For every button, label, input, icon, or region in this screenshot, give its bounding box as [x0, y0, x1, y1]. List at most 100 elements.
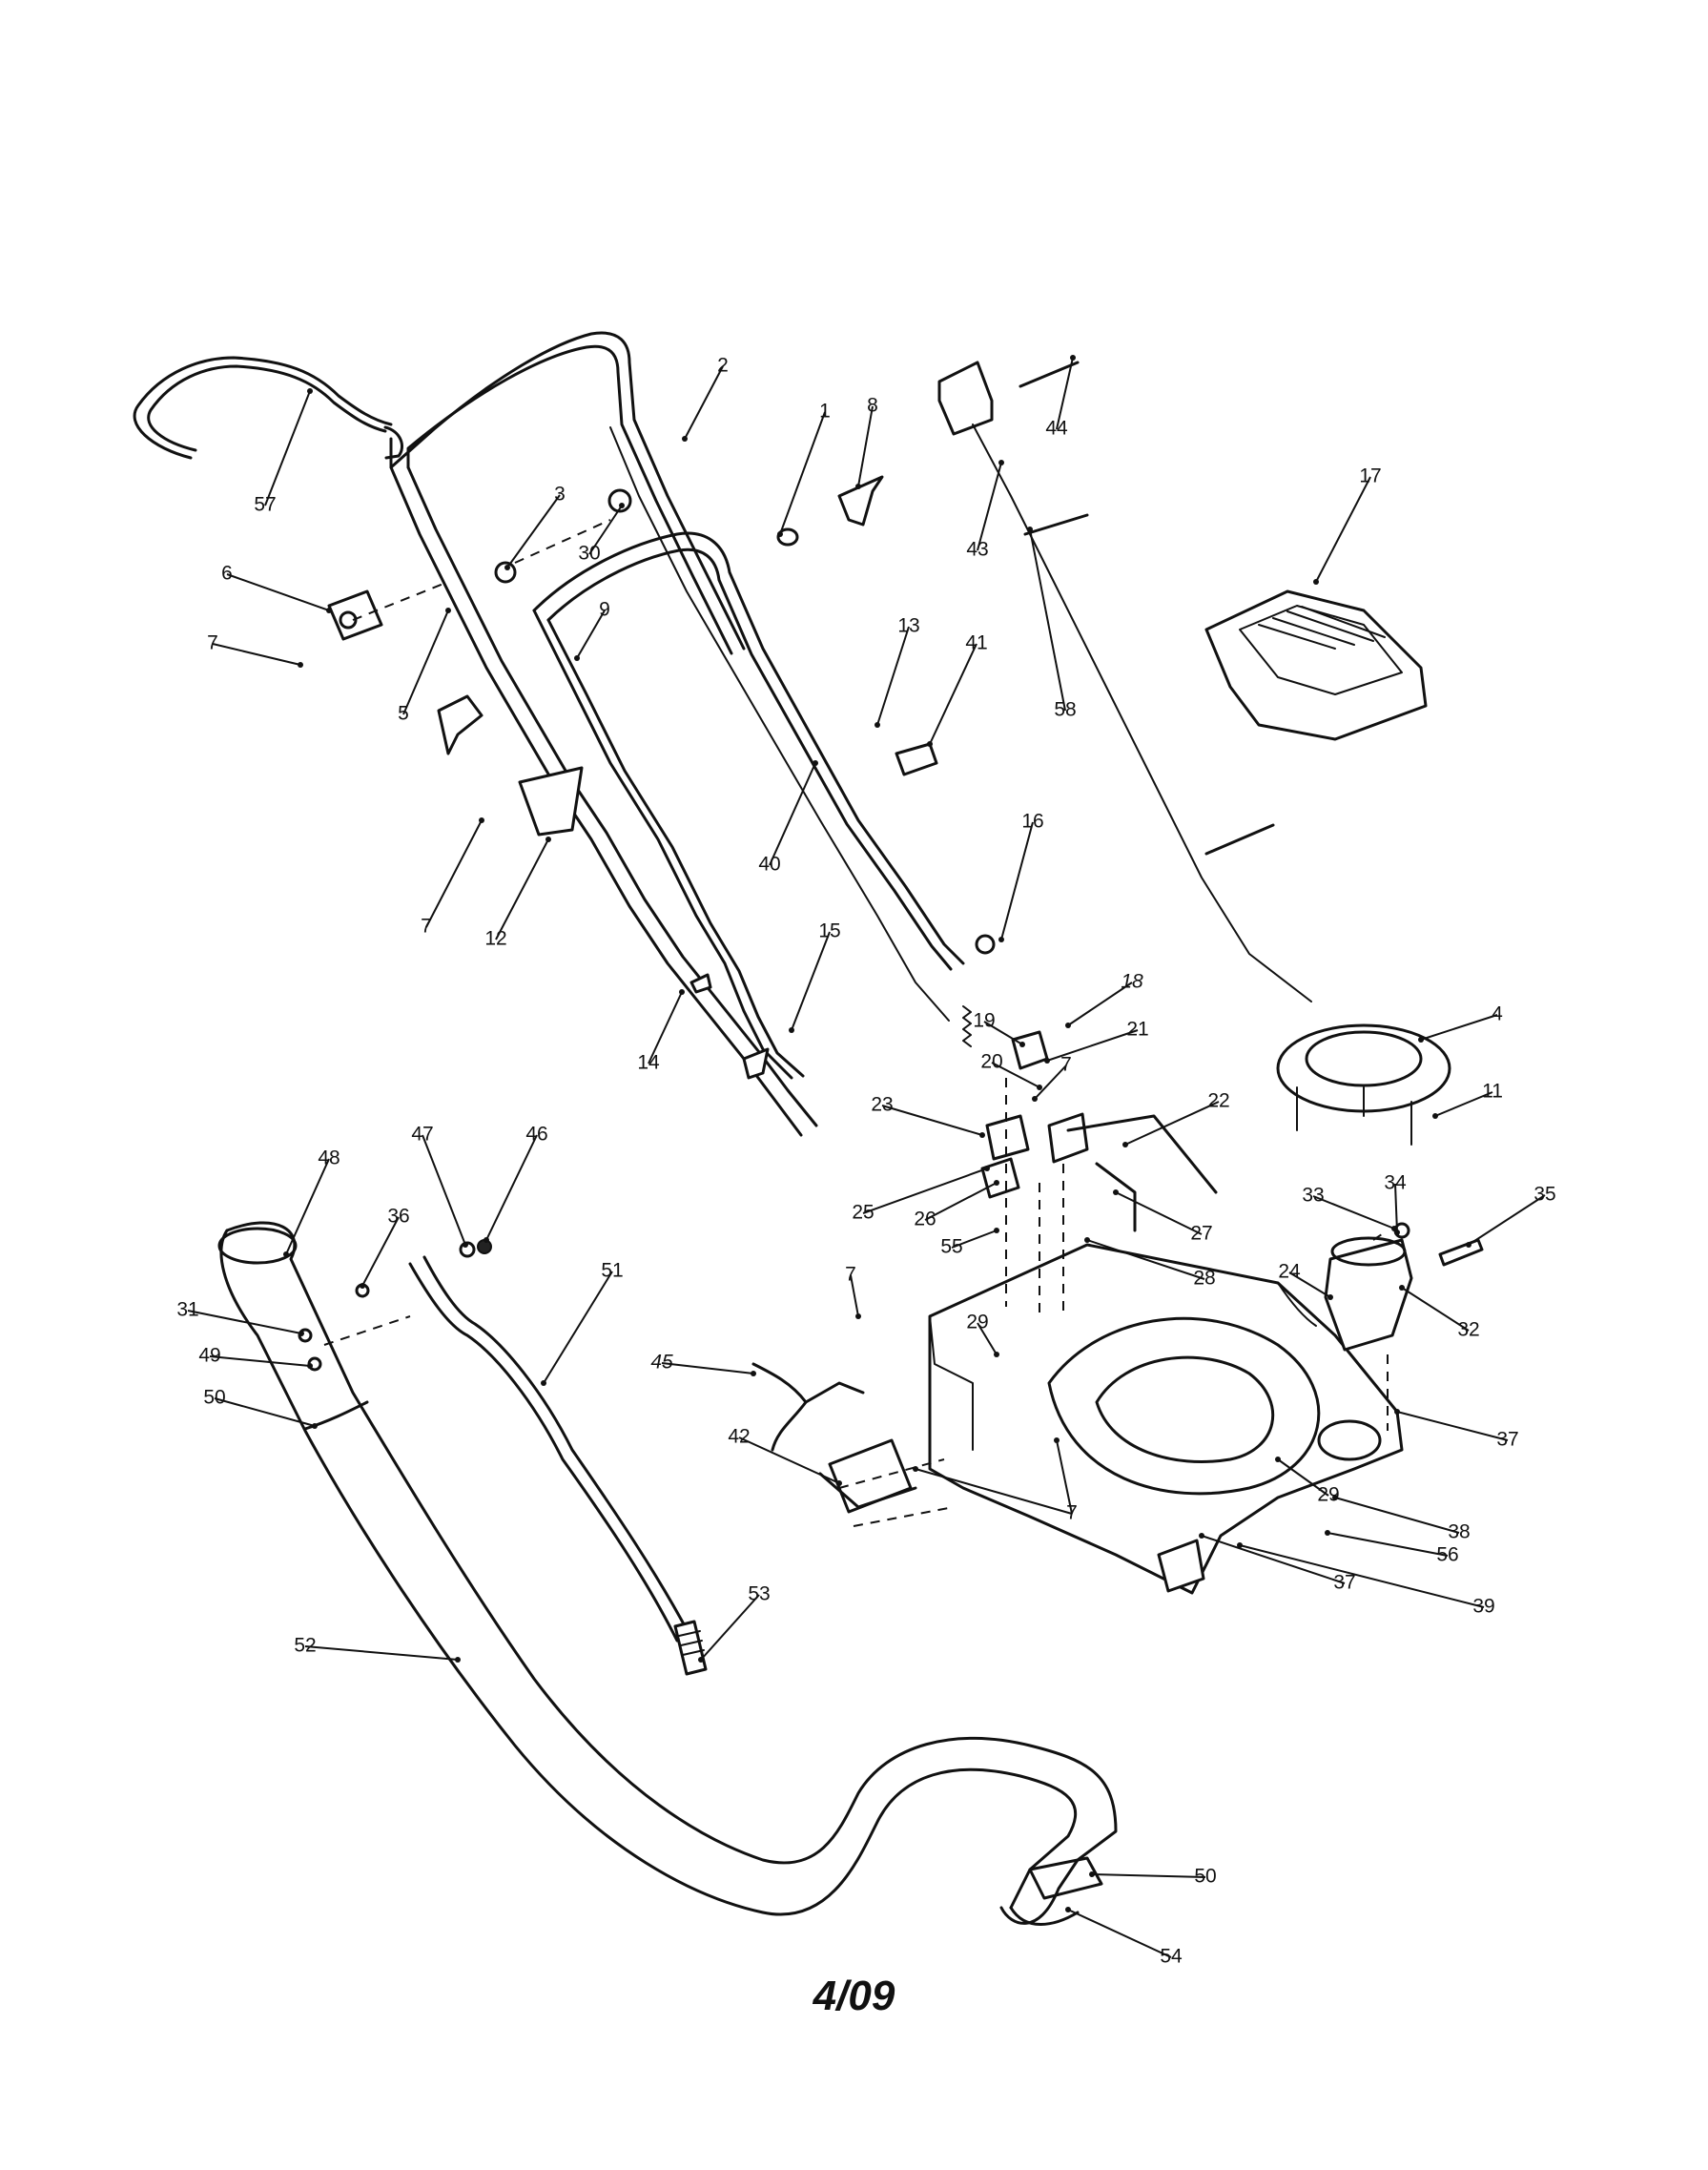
- leader-line-12: [495, 838, 549, 940]
- leader-line-16: [1000, 821, 1034, 940]
- callout-label-50: 50: [203, 1387, 225, 1409]
- leader-arrowhead-24: [1327, 1294, 1333, 1300]
- leader-arrowhead-3: [504, 565, 510, 570]
- leader-line-47: [422, 1134, 466, 1246]
- callout-label-52: 52: [294, 1635, 316, 1657]
- leader-line-37: [1396, 1411, 1509, 1441]
- leader-arrowhead-44: [1070, 355, 1076, 361]
- callout-label-53: 53: [748, 1583, 770, 1605]
- callout-label-29: 29: [966, 1312, 988, 1333]
- leader-arrowhead-39: [1237, 1542, 1243, 1548]
- leader-arrowhead-8: [855, 484, 861, 489]
- outlet-collar-part: [1324, 1236, 1413, 1352]
- leader-arrowhead-49: [307, 1363, 313, 1369]
- callout-label-12: 12: [484, 928, 506, 950]
- pin-part: [689, 973, 712, 994]
- leader-line-3: [506, 494, 561, 568]
- leader-arrowhead-30: [619, 503, 625, 508]
- bail-part: [133, 356, 403, 460]
- leader-arrowhead-11: [1432, 1113, 1438, 1119]
- callout-label-34: 34: [1384, 1172, 1407, 1194]
- leader-line-14: [648, 991, 683, 1064]
- leader-line-2: [684, 365, 724, 440]
- leader-line-13: [876, 626, 910, 726]
- leader-line-52: [304, 1645, 459, 1661]
- leader-arrowhead-46: [484, 1237, 489, 1243]
- callout-label-27: 27: [1190, 1223, 1212, 1245]
- callout-label-37: 37: [1333, 1572, 1355, 1594]
- leader-arrowhead-34: [1394, 1230, 1400, 1235]
- callout-label-24: 24: [1278, 1261, 1301, 1283]
- leader-line-36: [361, 1216, 400, 1287]
- leader-arrowhead-19: [1019, 1042, 1025, 1047]
- leader-line-42: [738, 1436, 840, 1484]
- callout-label-50: 50: [1194, 1866, 1216, 1888]
- leader-arrowhead-23: [979, 1132, 985, 1138]
- callout-labels: 1234567777789111213141516171819202122232…: [176, 355, 1555, 1968]
- cable-guide-part: [327, 589, 383, 641]
- callout-label-35: 35: [1533, 1184, 1555, 1206]
- callout-label-38: 38: [1448, 1521, 1470, 1543]
- leader-arrowhead-42: [836, 1480, 842, 1486]
- leader-arrowhead-13: [875, 722, 880, 728]
- footer-date: 4/09: [813, 1973, 895, 2019]
- leader-arrowhead-12: [545, 837, 551, 842]
- leader-arrowhead-50: [1089, 1871, 1095, 1877]
- leader-arrowhead-1: [777, 531, 783, 537]
- leader-line-35: [1468, 1194, 1546, 1246]
- leader-line-27: [1115, 1191, 1203, 1235]
- spring-part: [962, 1005, 972, 1047]
- leader-line-50: [214, 1397, 316, 1427]
- leader-line-31: [187, 1310, 302, 1334]
- leader-line-38: [1334, 1497, 1460, 1534]
- leader-line-54: [1067, 1909, 1172, 1958]
- leader-line-23: [881, 1105, 983, 1136]
- callout-label-7: 7: [845, 1264, 856, 1286]
- leader-arrowhead-50: [312, 1423, 318, 1429]
- leader-line-58: [1029, 528, 1066, 712]
- leader-arrowhead-21: [1044, 1058, 1050, 1064]
- callout-label-37: 37: [1496, 1429, 1518, 1451]
- callout-label-58: 58: [1054, 699, 1076, 721]
- callout-label-22: 22: [1207, 1090, 1229, 1112]
- callout-label-48: 48: [318, 1147, 340, 1169]
- leader-line-32: [1401, 1287, 1470, 1332]
- callout-label-44: 44: [1045, 418, 1068, 440]
- callout-label-32: 32: [1457, 1319, 1479, 1341]
- leader-arrowhead-32: [1399, 1285, 1405, 1291]
- hex-nut-part: [975, 934, 996, 955]
- callout-label-7: 7: [207, 632, 218, 654]
- strap-rod-part: [408, 1255, 708, 1676]
- callout-label-13: 13: [897, 615, 919, 637]
- callout-label-14: 14: [637, 1052, 660, 1074]
- clip-hardware-part: [742, 1047, 770, 1080]
- cable-clamp-part: [895, 742, 938, 776]
- switch-part: [937, 361, 1312, 1002]
- leader-line-30: [588, 505, 623, 555]
- leader-arrowhead-55: [994, 1228, 999, 1233]
- leader-arrowhead-37: [1199, 1533, 1204, 1539]
- callout-label-41: 41: [965, 632, 987, 654]
- callout-label-40: 40: [758, 854, 780, 876]
- leader-lines: [187, 355, 1546, 1958]
- leader-arrowhead-25: [984, 1166, 990, 1171]
- leader-line-29: [977, 1322, 998, 1355]
- callout-label-20: 20: [980, 1051, 1002, 1073]
- leader-arrowhead-18: [1065, 1023, 1071, 1028]
- callout-label-4: 4: [1492, 1003, 1503, 1025]
- leader-line-22: [1124, 1101, 1220, 1146]
- leader-line-7: [212, 643, 301, 666]
- leader-line-41: [929, 643, 977, 745]
- leader-arrowhead-36: [360, 1283, 365, 1289]
- clip-part: [518, 766, 584, 837]
- leader-line-25: [862, 1168, 988, 1214]
- leader-arrowhead-7: [913, 1466, 918, 1472]
- leader-line-46: [485, 1134, 538, 1241]
- leader-arrowhead-57: [307, 388, 313, 394]
- callout-label-7: 7: [421, 916, 432, 938]
- leader-line-28: [1086, 1239, 1205, 1280]
- leader-line-50: [1091, 1873, 1206, 1878]
- chute-bracket-part: [751, 1362, 917, 1514]
- tie-wrap-upper-part: [1023, 513, 1089, 536]
- callout-label-46: 46: [525, 1124, 547, 1146]
